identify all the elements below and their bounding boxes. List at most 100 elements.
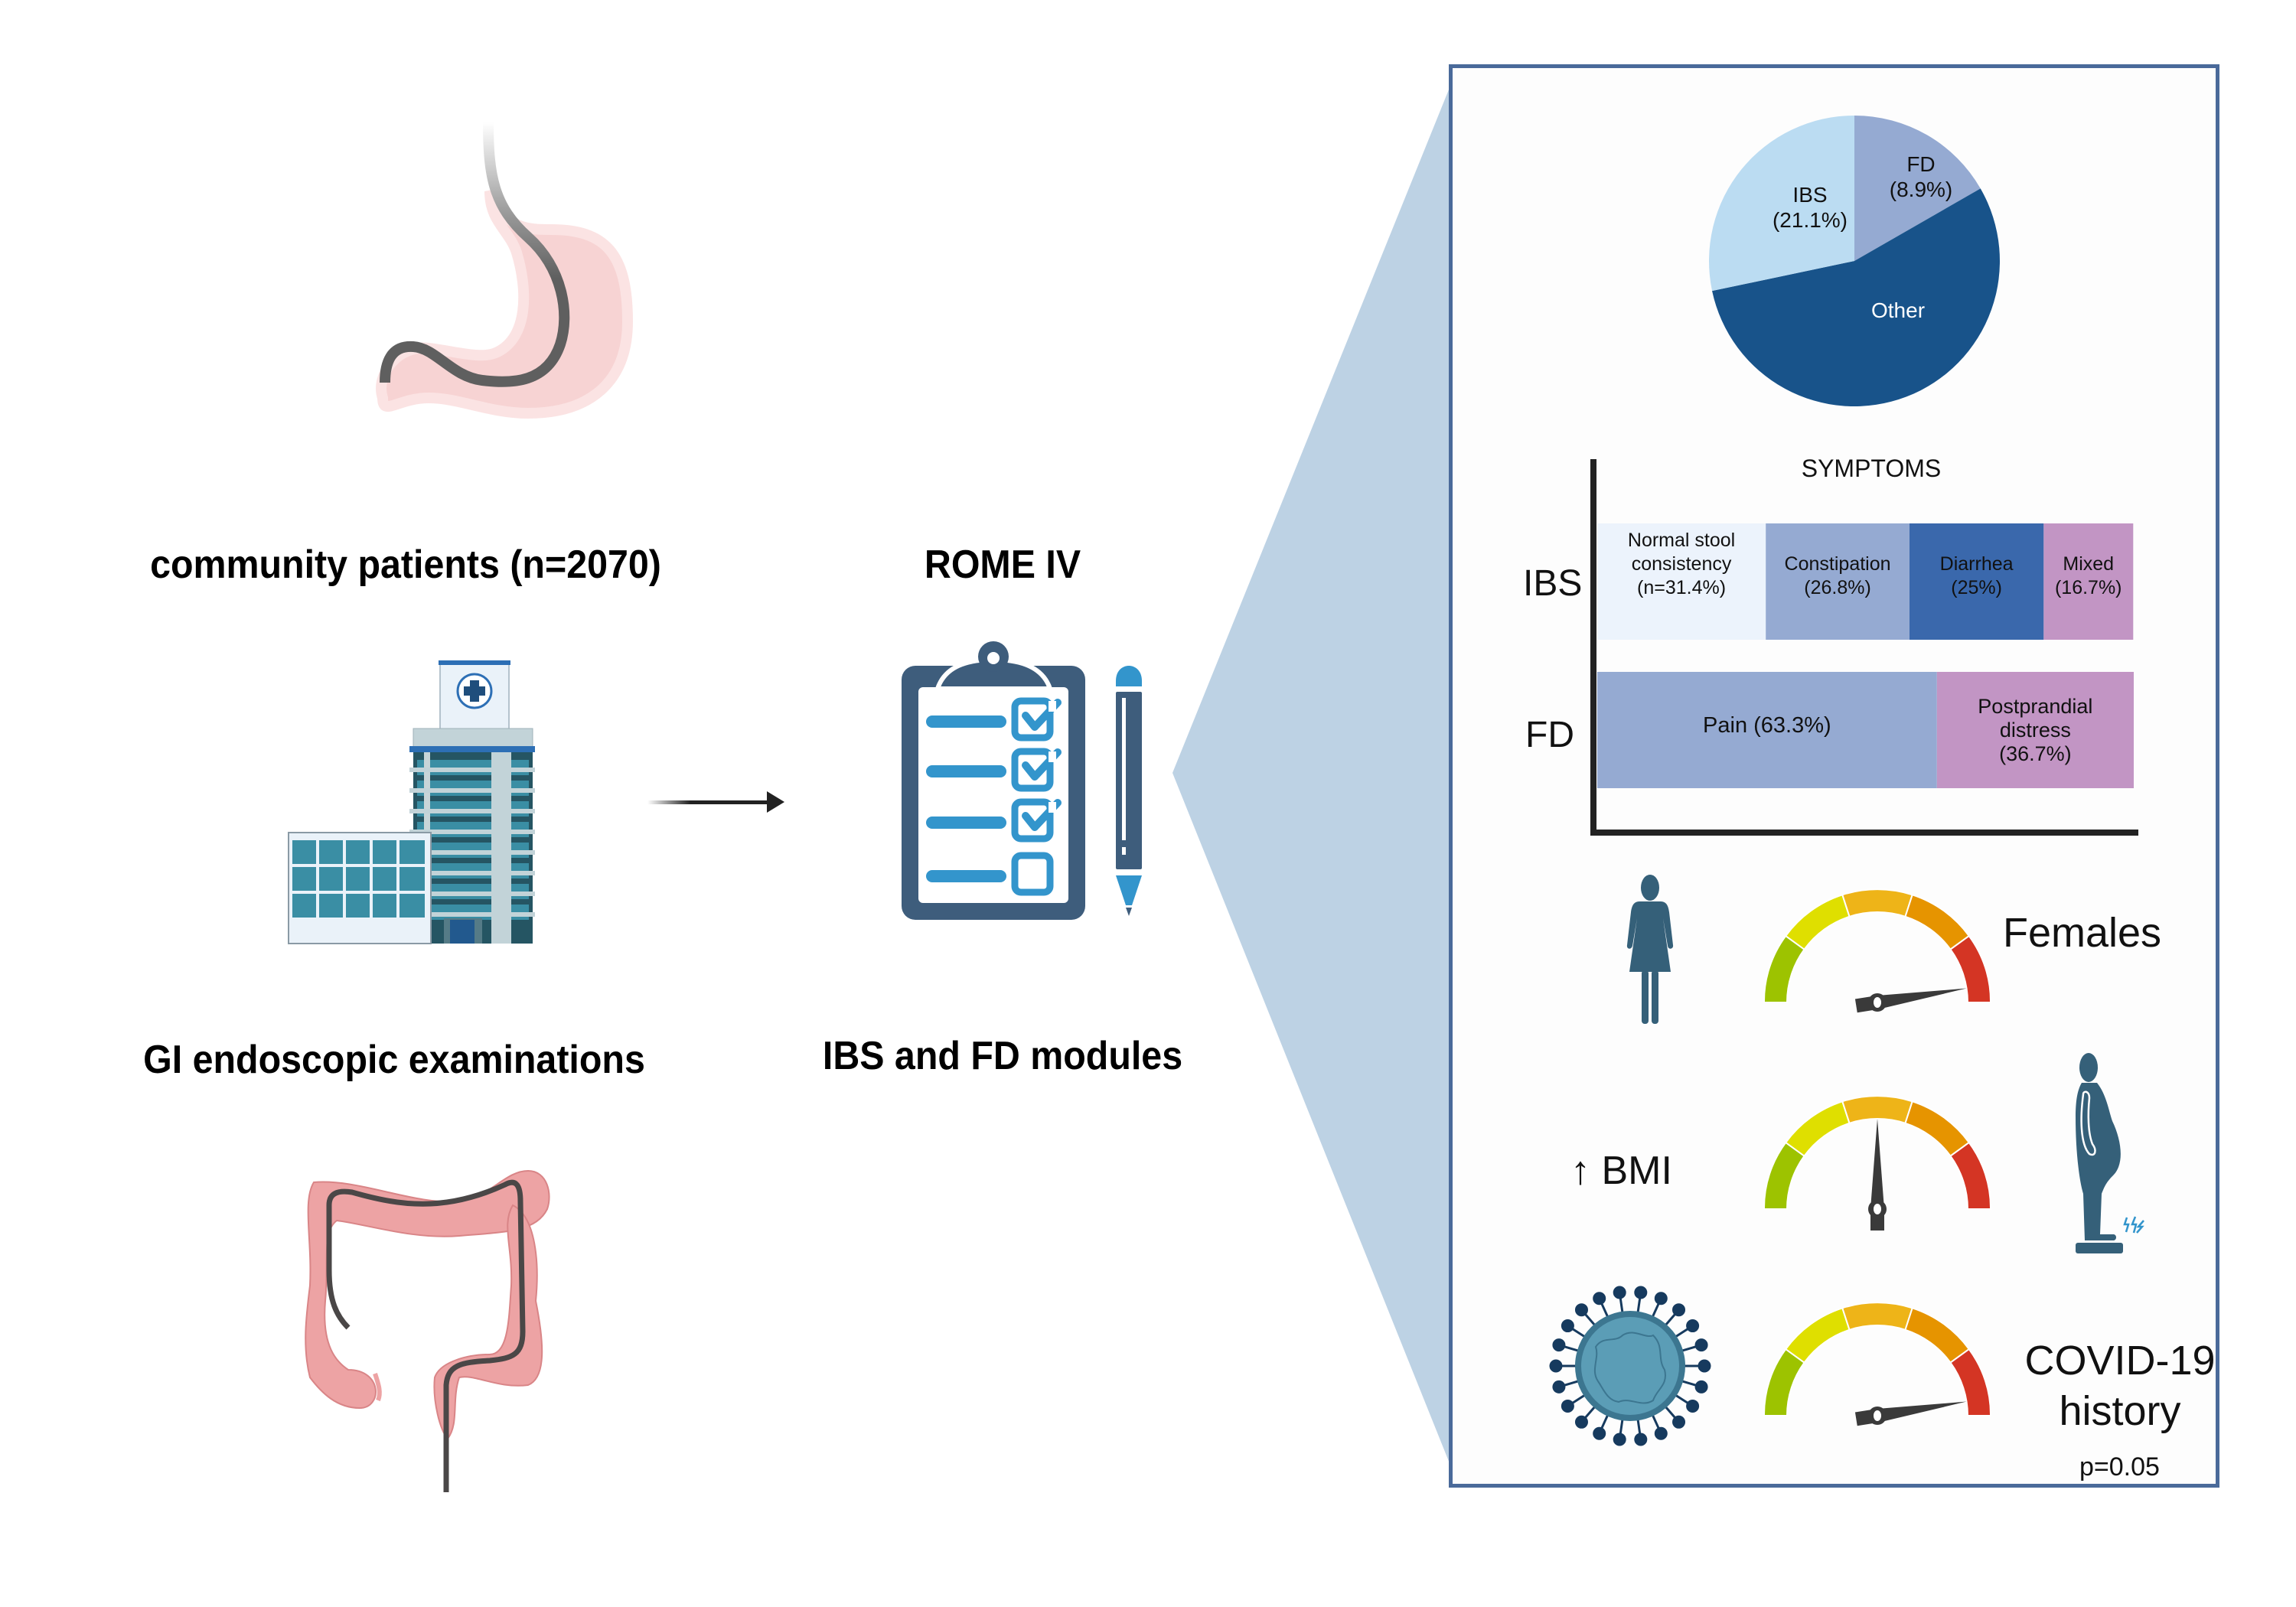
rome-iv-label: ROME IV: [924, 543, 1081, 587]
virus-spike-head: [1686, 1319, 1700, 1333]
bar-segment-label: Mixed(16.7%): [2043, 523, 2133, 600]
bar-segment-text-line: Diarrhea: [1939, 553, 2014, 575]
ibs-fd-modules-label: IBS and FD modules: [822, 1034, 1183, 1078]
covid-line-1: COVID-19: [2024, 1338, 2216, 1384]
bar-segment-text-line: Postprandial: [1978, 694, 2093, 718]
p-value-footnote: p=0.05: [2079, 1452, 2160, 1482]
bar-segment-text-line: Pain (63.3%): [1703, 712, 1831, 738]
bar-segment-ibs-0: [1597, 523, 1766, 640]
virus-spike: [1600, 1301, 1609, 1318]
bar-segment-text: Pain (63.3%): [1703, 712, 1831, 738]
pie-ibs-name: IBS: [1792, 183, 1828, 207]
virus-spike-head: [1694, 1380, 1708, 1393]
virus-spike-head: [1634, 1286, 1648, 1299]
bar-segment-text-line: (n=31.4%): [1637, 577, 1727, 598]
covid-line-2: history: [2059, 1388, 2181, 1434]
bar-segment-label: Constipation(26.8%): [1766, 523, 1910, 600]
symptoms-title: SYMPTOMS: [1801, 455, 1942, 482]
virus-spike: [1619, 1419, 1624, 1436]
virus-spike-head: [1654, 1426, 1668, 1440]
bar-segment-text-line: Mixed: [2063, 553, 2115, 575]
virus-spike: [1681, 1345, 1698, 1352]
virus-spike: [1664, 1405, 1678, 1420]
virus-spike-head: [1672, 1303, 1686, 1317]
gi-endoscopy-label: GI endoscopic examinations: [143, 1038, 645, 1082]
bar-segment-fd-0: [1597, 672, 1937, 788]
bar-segment-text-line: consistency: [1631, 553, 1732, 575]
virus-spike-head: [1561, 1399, 1574, 1413]
community-patients-label: community patients (n=2070): [150, 543, 661, 587]
virus-spike: [1570, 1393, 1586, 1406]
pie-fd-value: (8.9%): [1889, 178, 1953, 201]
pie-slice-fd: [1854, 116, 1981, 261]
virus-spike: [1583, 1405, 1596, 1420]
bar-segment-ibs-1: [1766, 523, 1910, 640]
gauge-hub-hole: [1874, 1204, 1881, 1214]
virus-spike-head: [1552, 1380, 1566, 1393]
bar-segment-text: Constipation(26.8%): [1785, 553, 1891, 600]
virus-spike-head: [1574, 1415, 1588, 1429]
pie-slice-other: [1712, 188, 2000, 406]
gauge-1: [1763, 1095, 1992, 1231]
x-axis: [1590, 830, 2138, 836]
virus-spike: [1619, 1296, 1624, 1313]
virus-spike-head: [1694, 1338, 1708, 1352]
virus-spike-head: [1552, 1338, 1566, 1352]
gauge-0: [1763, 888, 1992, 1013]
virus-spike: [1681, 1380, 1698, 1387]
virus-spike-head: [1561, 1319, 1574, 1333]
virus-spike-head: [1593, 1292, 1606, 1305]
virus-spike: [1600, 1414, 1609, 1431]
bar-segment-label: Pain (63.3%): [1597, 672, 1937, 779]
virus-spike: [1636, 1296, 1642, 1313]
virus-spike: [1675, 1326, 1691, 1338]
virus-spike-head: [1613, 1286, 1626, 1299]
virus-spike: [1562, 1380, 1580, 1387]
virus-spike: [1651, 1414, 1661, 1431]
virus-spike-head: [1672, 1415, 1686, 1429]
virus-spike-head: [1593, 1426, 1606, 1440]
bar-segment-text: Diarrhea(25%): [1940, 553, 2014, 600]
virus-spike-head: [1654, 1292, 1668, 1305]
bar-segment-text-line: (16.7%): [2054, 577, 2122, 598]
bar-segment-ibs-3: [2043, 523, 2134, 640]
pie-slice-ibs: [1709, 116, 1854, 292]
pie-label-fd: FD (8.9%): [1883, 152, 1959, 202]
bar-segment-label: Diarrhea(25%): [1910, 523, 2043, 600]
bar-segment-text-line: (26.8%): [1804, 577, 1871, 598]
bar-segment-text-line: (25%): [1951, 577, 2002, 598]
y-axis: [1590, 459, 1596, 834]
pie-label-ibs: IBS (21.1%): [1764, 182, 1856, 233]
bar-segment-text-line: distress: [1999, 718, 2071, 742]
virus-spike: [1570, 1326, 1586, 1338]
gauge-label-covid: COVID-19 history: [2005, 1335, 2235, 1436]
virus-spike-head: [1574, 1303, 1588, 1317]
gauge-band-4: [1949, 1348, 1992, 1416]
bar-segment-text-line: Constipation: [1784, 553, 1891, 575]
gauge-band-4: [1949, 934, 1992, 1003]
bar-category-ibs: IBS: [1523, 563, 1583, 604]
gauge-2: [1763, 1302, 1992, 1426]
virus-spike: [1562, 1345, 1580, 1352]
gauge-hub-hole: [1874, 997, 1881, 1008]
pie-label-other: Other: [1870, 298, 1926, 322]
virus-spike: [1664, 1312, 1678, 1327]
virus-spike-head: [1698, 1359, 1711, 1373]
bar-category-fd: FD: [1525, 715, 1574, 755]
virus-spike-head: [1634, 1433, 1648, 1446]
